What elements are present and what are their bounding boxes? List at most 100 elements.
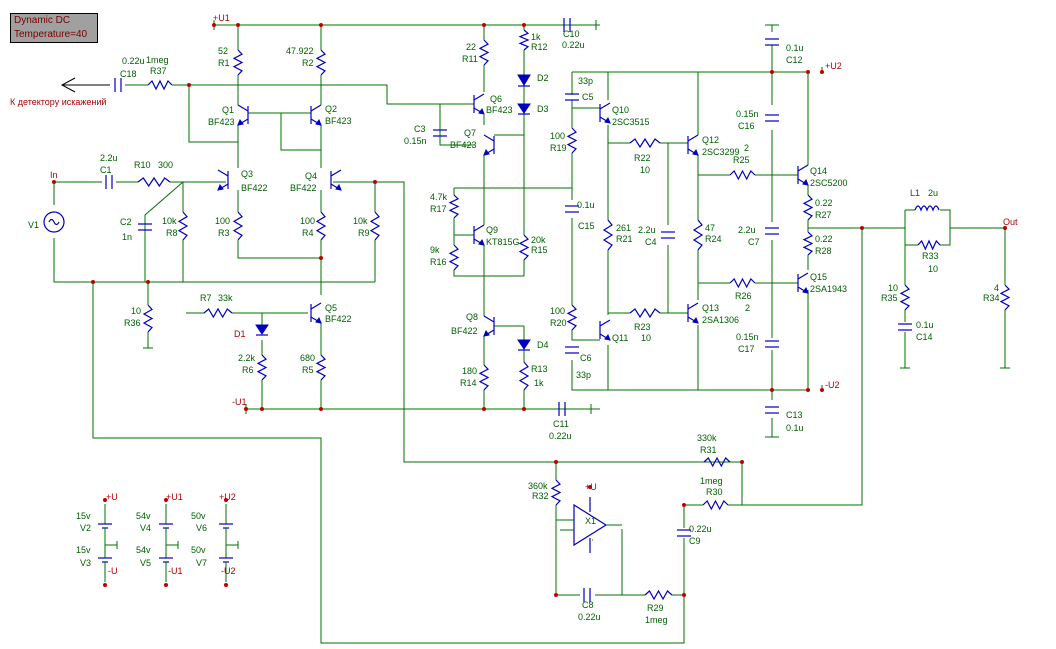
label-q5: Q5 xyxy=(325,303,337,313)
label-l1: L1 xyxy=(910,188,920,198)
label-r31: R31 xyxy=(700,445,717,455)
r24-resistor xyxy=(692,219,704,251)
label-c7: C7 xyxy=(748,237,760,247)
label-c13: C13 xyxy=(786,410,803,420)
label-r37v: 1meg xyxy=(146,55,169,65)
label-r12v: 1k xyxy=(531,32,541,42)
label-c1: C1 xyxy=(100,165,112,175)
label-r23v: 10 xyxy=(641,333,651,343)
detector-arrow xyxy=(60,77,110,93)
r5-resistor xyxy=(315,354,327,381)
c11-capacitor xyxy=(558,402,566,416)
junction-dot xyxy=(164,583,168,587)
label-c6v: 33p xyxy=(576,370,591,380)
label-v3: V3 xyxy=(80,558,91,568)
label-d3: D3 xyxy=(537,104,549,114)
label-r35v: 10 xyxy=(888,283,898,293)
label-r10v: 300 xyxy=(158,160,173,170)
junction-dot xyxy=(260,407,264,411)
r22-resistor xyxy=(629,137,661,149)
c2-capacitor xyxy=(138,223,152,231)
info-temperature: Temperature=40 xyxy=(14,29,88,40)
label-r29v: 1meg xyxy=(645,615,668,625)
label-in: In xyxy=(50,170,58,180)
label-out: Out xyxy=(1003,217,1018,227)
label-c10v: 0.22u xyxy=(562,40,585,50)
q8-transistor xyxy=(483,315,495,337)
r9-resistor xyxy=(369,211,381,241)
c13-capacitor xyxy=(765,406,779,414)
label-c16: C16 xyxy=(738,121,755,131)
label-q1t: BF423 xyxy=(208,117,235,127)
r19-resistor xyxy=(566,127,578,154)
r2-resistor xyxy=(315,49,327,76)
label-c4v: 2.2u xyxy=(638,225,656,235)
r12-resistor xyxy=(518,29,530,51)
label-r37: R37 xyxy=(150,66,167,76)
label-c4: C4 xyxy=(645,237,657,247)
label-c16v: 0.15n xyxy=(736,109,759,119)
inductor-l1 xyxy=(914,205,940,212)
label-r9: R9 xyxy=(358,228,370,238)
label-r30v: 1meg xyxy=(700,476,723,486)
label-r14v: 180 xyxy=(462,366,477,376)
label-v5v: 54v xyxy=(136,545,151,555)
r25-resistor xyxy=(729,169,756,181)
label-r26v: 2 xyxy=(745,303,750,313)
label-r4: R4 xyxy=(302,228,314,238)
q12-transistor xyxy=(687,134,699,156)
battery-v7 xyxy=(219,538,233,582)
label-r34v: 4 xyxy=(994,283,999,293)
r14-resistor xyxy=(478,364,490,391)
label-q9: Q9 xyxy=(486,225,498,235)
r29-resistor xyxy=(644,589,673,601)
label-c9: C9 xyxy=(689,536,701,546)
label-r35: R35 xyxy=(881,293,898,303)
r37-resistor xyxy=(147,79,173,91)
r13-resistor xyxy=(518,361,530,391)
junction-dot xyxy=(236,23,240,27)
c16-capacitor xyxy=(765,114,779,122)
label-q10t: 2SC3515 xyxy=(612,117,650,127)
junction-dot xyxy=(770,388,774,392)
label-r13: R13 xyxy=(531,364,548,374)
r15-resistor xyxy=(518,234,530,261)
label-c17: C17 xyxy=(738,344,755,354)
label-r3v: 100 xyxy=(215,216,230,226)
label-r24: R24 xyxy=(705,234,722,244)
r4-resistor xyxy=(315,211,327,241)
label-pu1: +U1 xyxy=(166,492,183,502)
label-r31v: 330k xyxy=(697,433,717,443)
r17-resistor xyxy=(448,194,460,219)
label-r33: R33 xyxy=(922,251,939,261)
label-r14: R14 xyxy=(460,378,477,388)
label-r17: R17 xyxy=(430,204,447,214)
label-r36v: 10 xyxy=(131,306,141,316)
label-r36: R36 xyxy=(124,318,141,328)
label-c17v: 0.15n xyxy=(736,332,759,342)
q13-transistor xyxy=(687,302,699,324)
q9-transistor xyxy=(473,224,485,246)
label-r21v: 261 xyxy=(616,223,631,233)
junction-dot xyxy=(554,460,558,464)
junction-dot xyxy=(806,70,810,74)
label-c1v: 2.2u xyxy=(100,153,118,163)
label-r7v: 33k xyxy=(218,293,233,303)
q7-transistor xyxy=(483,134,495,156)
source-v1 xyxy=(43,211,65,233)
label-r11v: 22 xyxy=(466,42,476,52)
junction-dot xyxy=(103,498,107,502)
junction-dot xyxy=(770,70,774,74)
label-c2v: 1n xyxy=(122,232,132,242)
q1-transistor xyxy=(237,104,249,126)
label-d1: D1 xyxy=(234,329,246,339)
label-c12: C12 xyxy=(786,55,803,65)
label-r2v: 47.922 xyxy=(286,46,314,56)
c8-capacitor xyxy=(583,588,591,602)
r26-resistor xyxy=(729,277,756,289)
label-r4v: 100 xyxy=(300,216,315,226)
label-r29: R29 xyxy=(647,603,664,613)
r27-resistor xyxy=(802,194,814,221)
label-q14t: 2SC5200 xyxy=(810,178,848,188)
